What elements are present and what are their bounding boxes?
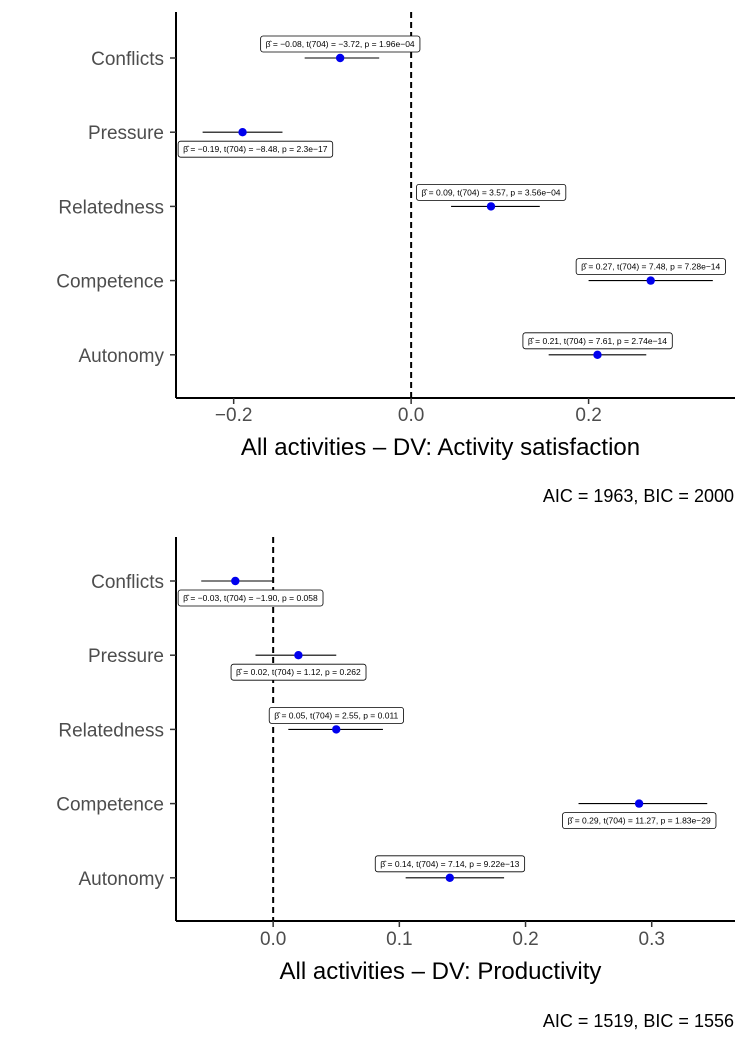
x-tick-label: 0.2: [512, 929, 538, 950]
estimate-annotation: β̂ = 0.05, t(704) = 2.55, p = 0.011: [274, 710, 398, 720]
annotation-box: [416, 183, 567, 201]
annotation-box: [230, 663, 367, 681]
estimate-point: [646, 276, 655, 285]
y-tick-label: Autonomy: [78, 346, 164, 367]
estimate-annotation: β̂ = 0.21, t(704) = 7.61, p = 2.74e−14: [528, 336, 667, 346]
y-tick-label: Competence: [56, 272, 164, 293]
x-tick-label: 0.1: [386, 929, 412, 950]
annotation-box: [268, 707, 404, 724]
y-tick-label: Conflicts: [91, 49, 164, 70]
estimate-point: [294, 651, 303, 660]
fit-statistics: AIC = 1519, BIC = 1556: [543, 1011, 734, 1031]
x-axis-title: All activities – DV: Productivity: [280, 958, 602, 985]
x-tick-label: 0.0: [398, 405, 424, 426]
y-tick-label: Pressure: [88, 123, 164, 144]
y-tick-label: Conflicts: [91, 572, 164, 593]
annotation-box: [177, 140, 334, 158]
y-tick-label: Autonomy: [78, 869, 164, 890]
x-tick-label: 0.3: [639, 929, 665, 950]
annotation-box: [177, 589, 324, 607]
x-tick-label: 0.0: [260, 929, 286, 950]
estimate-annotation: β̂ = −0.03, t(704) = −1.90, p = 0.058: [183, 593, 318, 603]
x-tick-label: −0.2: [215, 405, 253, 426]
estimate-point: [634, 799, 644, 808]
fit-statistics: AIC = 1963, BIC = 2000: [543, 486, 734, 506]
annotation-box: [374, 855, 526, 873]
x-axis-title: All activities – DV: Activity satisfacti…: [241, 434, 640, 461]
x-tick-label: 0.2: [575, 405, 601, 426]
estimate-point: [238, 128, 247, 137]
estimate-annotation: β̂ = 0.29, t(704) = 11.27, p = 1.83e−29: [567, 816, 710, 826]
estimate-annotation: β̂ = −0.19, t(704) = −8.48, p = 2.3e−17: [183, 144, 328, 154]
estimate-point: [486, 202, 496, 211]
y-tick-label: Relatedness: [58, 197, 164, 218]
estimate-annotation: β̂ = 0.14, t(704) = 7.14, p = 9.22e−13: [380, 859, 519, 869]
y-tick-label: Pressure: [88, 646, 164, 667]
estimate-annotation: β̂ = 0.27, t(704) = 7.48, p = 7.28e−14: [581, 262, 720, 272]
estimate-annotation: β̂ = −0.08, t(704) = −3.72, p = 1.96e−04: [266, 39, 415, 49]
estimate-point: [231, 576, 240, 586]
estimate-point: [445, 873, 455, 882]
estimate-annotation: β̂ = 0.02, t(704) = 1.12, p = 0.262: [236, 667, 361, 677]
y-tick-label: Relatedness: [58, 720, 164, 741]
estimate-point: [332, 725, 341, 734]
estimate-point: [593, 350, 602, 359]
annotation-box: [260, 35, 421, 53]
annotation-box: [522, 332, 673, 350]
annotation-box: [575, 258, 726, 276]
y-tick-label: Competence: [56, 795, 164, 816]
annotation-box: [562, 812, 717, 829]
estimate-point: [335, 53, 345, 63]
estimate-annotation: β̂ = 0.09, t(704) = 3.57, p = 3.56e−04: [421, 187, 560, 197]
